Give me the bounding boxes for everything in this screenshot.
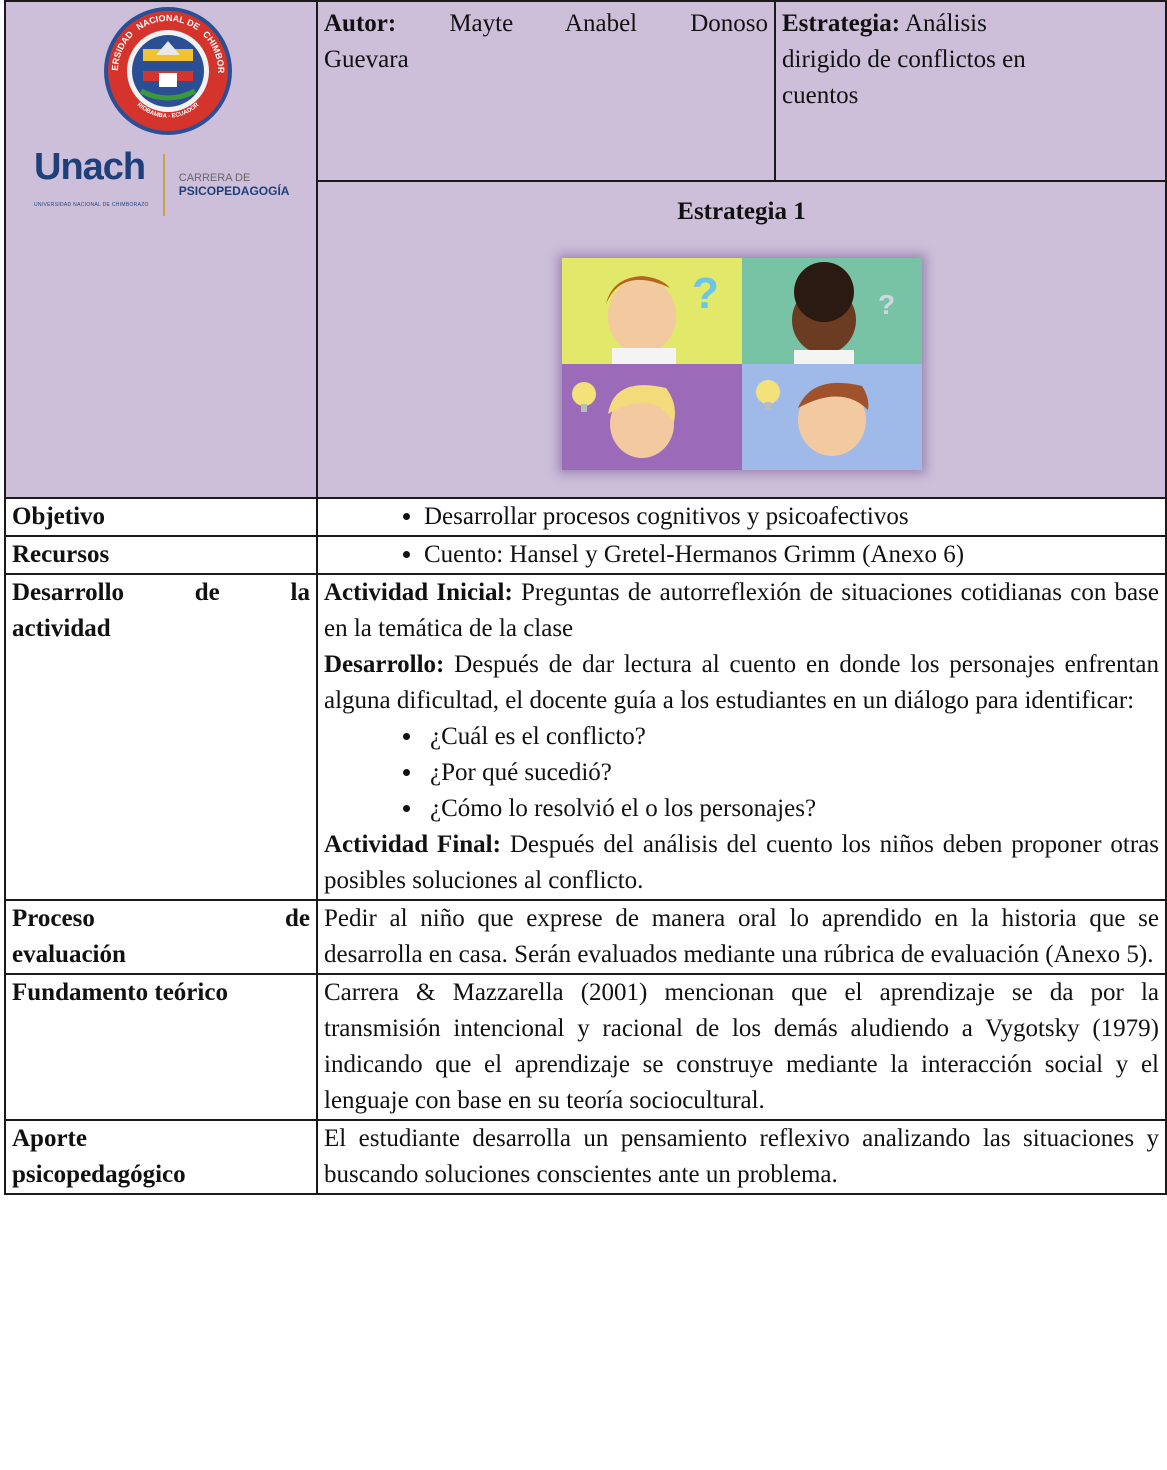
unach-subtitle: UNIVERSIDAD NACIONAL DE CHIMBORAZO — [34, 202, 149, 208]
strategy-title-cell: Estrategia 1 ? ? — [316, 180, 1167, 499]
author-name-line2: Guevara — [324, 46, 409, 73]
aporte-content-cell: El estudiante desarrolla un pensamiento … — [316, 1119, 1167, 1195]
fundamento-label: Fundamento teórico — [12, 979, 228, 1006]
objetivo-content-cell: Desarrollar procesos cognitivos y psicoa… — [316, 497, 1167, 537]
carrera-label: CARRERA DE PSICOPEDAGOGÍA — [179, 172, 290, 199]
aporte-text: El estudiante desarrolla un pensamiento … — [324, 1125, 1159, 1188]
proceso-label-a: Proceso — [12, 905, 95, 932]
logo-cell: UNIVERSIDAD NACIONAL DE CHIMBORAZO RIOBA… — [4, 0, 318, 499]
fundamento-text: Carrera & Mazzarella (2001) mencionan qu… — [324, 979, 1159, 1114]
svg-text:?: ? — [692, 269, 719, 318]
carrera-line2: PSICOPEDAGOGÍA — [178, 183, 290, 198]
desarrollo-label-cell: Desarrollo de la actividad — [4, 573, 318, 901]
final-label: Actividad Final: — [324, 831, 501, 858]
question-item: ¿Cuál es el conflicto? — [424, 719, 1159, 755]
recursos-label-cell: Recursos — [4, 535, 318, 575]
recursos-item: Cuento: Hansel y Gretel-Hermanos Grimm (… — [424, 537, 1159, 573]
carrera-line1: CARRERA DE — [178, 171, 251, 184]
strategy-name-line2: dirigido de conflictos en — [782, 46, 1026, 73]
inicial-text: Preguntas de autorreflexión de situacion… — [324, 579, 1159, 642]
author-label: Autor: — [324, 10, 397, 37]
proceso-label-c: evaluación — [12, 941, 126, 968]
question-item: ¿Por qué sucedió? — [424, 755, 1159, 791]
proceso-content-cell: Pedir al niño que exprese de manera oral… — [316, 899, 1167, 975]
author-name-line1: Mayte Anabel Donoso — [449, 10, 768, 37]
objetivo-item: Desarrollar procesos cognitivos y psicoa… — [424, 499, 1159, 535]
strategy-label: Estrategia: — [782, 10, 901, 37]
strategy-name-cell: Estrategia: Análisis dirigido de conflic… — [774, 0, 1167, 182]
aporte-label-cell: Aporte psicopedagógico — [4, 1119, 318, 1195]
strategy-table: UNIVERSIDAD NACIONAL DE CHIMBORAZO RIOBA… — [4, 0, 1167, 1195]
aporte-label-b: psicopedagógico — [12, 1161, 186, 1188]
university-seal-logo: UNIVERSIDAD NACIONAL DE CHIMBORAZO RIOBA… — [101, 5, 232, 135]
unach-wordmark: Unach — [34, 146, 146, 188]
inicial-label: Actividad Inicial: — [324, 579, 513, 606]
desarrollo-label-a: Desarrollo — [12, 579, 125, 606]
desarrollo-label-c: la — [290, 579, 310, 606]
author-cell: Autor: Mayte Anabel Donoso Guevara — [316, 0, 776, 182]
svg-text:?: ? — [878, 289, 895, 320]
recursos-label: Recursos — [12, 541, 110, 568]
strategy-title: Estrategia 1 — [677, 198, 806, 225]
proceso-label-b: de — [285, 905, 310, 932]
proceso-text: Pedir al niño que exprese de manera oral… — [324, 905, 1159, 968]
desarrollo-label-b: de — [194, 579, 220, 606]
fundamento-label-cell: Fundamento teórico — [4, 973, 318, 1121]
objetivo-label: Objetivo — [12, 503, 106, 530]
recursos-content-cell: Cuento: Hansel y Gretel-Hermanos Grimm (… — [316, 535, 1167, 575]
fundamento-content-cell: Carrera & Mazzarella (2001) mencionan qu… — [316, 973, 1167, 1121]
children-thinking-illustration: ? ? — [561, 258, 922, 470]
desarrollo-content-cell: Actividad Inicial: Preguntas de autorref… — [316, 573, 1167, 901]
question-item: ¿Cómo lo resolvió el o los personajes? — [424, 791, 1159, 827]
proceso-label-cell: Proceso de evaluación — [4, 899, 318, 975]
unach-brand: Unach UNIVERSIDAD NACIONAL DE CHIMBORAZO… — [34, 147, 316, 223]
final-text: Después del análisis del cuento los niño… — [324, 831, 1159, 894]
strategy-name-line3: cuentos — [782, 82, 859, 109]
objetivo-label-cell: Objetivo — [4, 497, 318, 537]
brand-divider — [162, 154, 165, 216]
strategy-name-line1: Análisis — [904, 10, 987, 37]
aporte-label-a: Aporte — [12, 1125, 87, 1152]
desarrollo-label-d: actividad — [12, 615, 111, 642]
desarrollo-text: Después de dar lectura al cuento en dond… — [324, 651, 1160, 714]
desarrollo-sub-label: Desarrollo: — [324, 651, 445, 678]
